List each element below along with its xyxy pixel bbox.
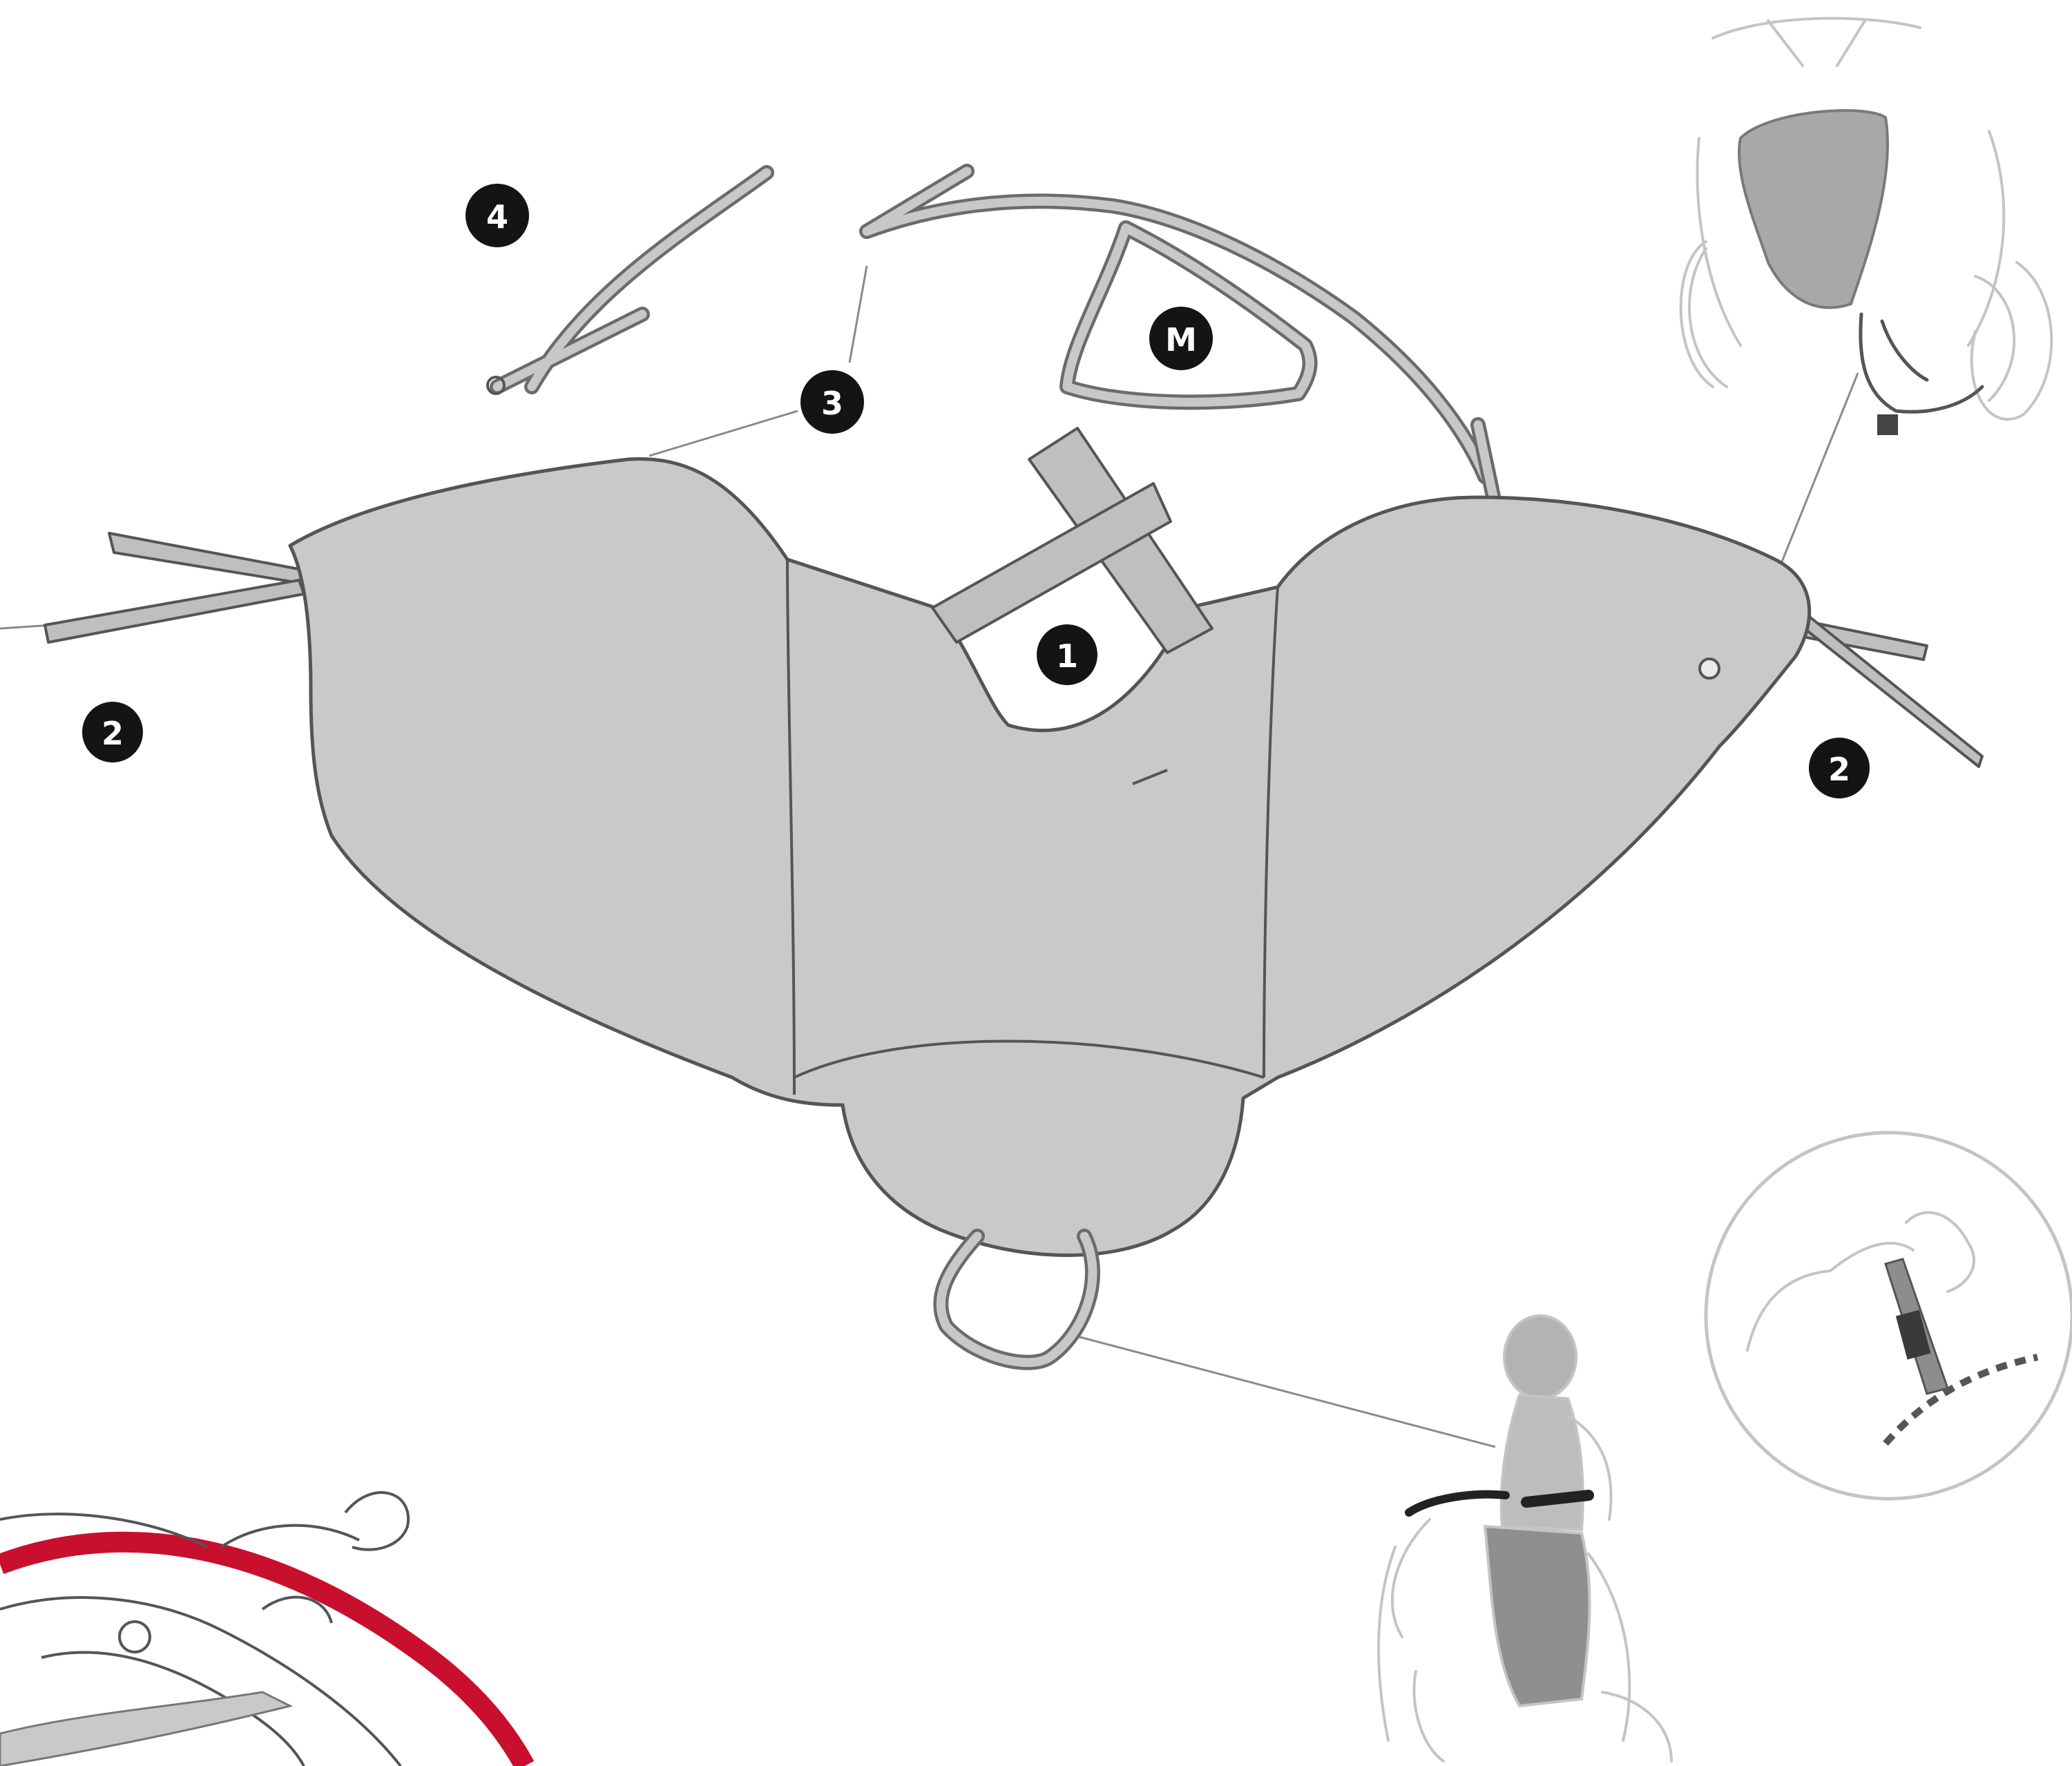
svg-text:4: 4: [486, 198, 508, 236]
leg-cover-apron: [288, 457, 1812, 1257]
scooter-rider-illustration: [1377, 1314, 1673, 1763]
svg-text:2: 2: [102, 715, 124, 752]
svg-text:2: 2: [1828, 751, 1850, 788]
callout-3: 3: [800, 370, 864, 434]
leader-lines: [0, 265, 1859, 1448]
svg-text:3: 3: [821, 385, 843, 422]
strap-left-2: [44, 532, 305, 644]
bottom-loop: [933, 1229, 1100, 1370]
frame-tube-m: [859, 164, 1510, 546]
scooter-front-illustration: [1679, 17, 2053, 435]
callout-m: M: [1149, 307, 1213, 370]
center-straps-1: [931, 427, 1214, 654]
callout-2-left: 2: [82, 702, 143, 762]
rod-4: [486, 165, 774, 395]
strap-clip-detail: [1704, 1131, 2072, 1501]
callout-4: 4: [466, 184, 529, 247]
svg-text:M: M: [1165, 321, 1197, 358]
callout-1: 1: [1037, 624, 1097, 685]
callout-2-right: 2: [1809, 738, 1870, 798]
corner-handlebar-closeup: [0, 1491, 535, 1766]
svg-text:1: 1: [1056, 637, 1078, 675]
